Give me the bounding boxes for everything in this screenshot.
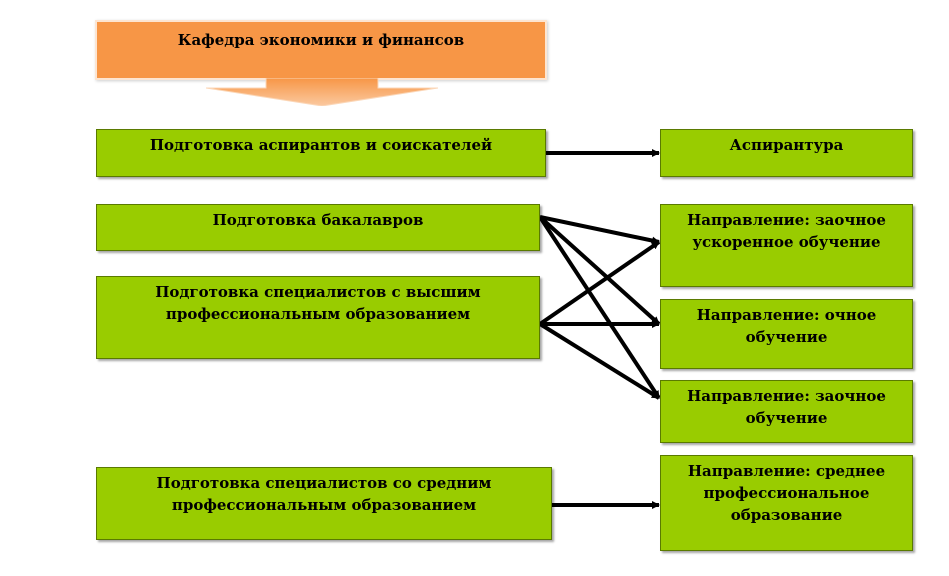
box-aspirantura-label: Аспирантура	[729, 136, 844, 154]
connector-arrow-higher-to-zaochnoe	[538, 322, 661, 400]
box-full-time: Направление: очное обучение	[660, 299, 913, 369]
department-title: Кафедра экономики и финансов	[177, 31, 465, 49]
box-bachelors-label: Подготовка бакалавров	[212, 211, 424, 229]
box-secondary-education: Подготовка специалистов со средним профе…	[96, 467, 552, 540]
connector-arrow-bachelors-to-ochnoe	[538, 215, 661, 326]
box-higher-education: Подготовка специалистов с высшим професс…	[96, 276, 540, 359]
box-aspirantura: Аспирантура	[660, 129, 913, 177]
box-accelerated-correspondence-label: Направление: заочное ускоренное обучение	[687, 211, 886, 251]
box-higher-education-label: Подготовка специалистов с высшим професс…	[155, 283, 481, 323]
connector-arrow-higher-to-zaoch_usk	[538, 240, 661, 326]
box-correspondence-label: Направление: заочное обучение	[687, 387, 886, 427]
box-full-time-label: Направление: очное обучение	[696, 306, 877, 346]
connector-arrow-bachelors-to-zaochnoe	[538, 215, 661, 400]
box-correspondence: Направление: заочное обучение	[660, 380, 913, 443]
box-aspirants: Подготовка аспирантов и соискателей	[96, 129, 546, 177]
box-accelerated-correspondence: Направление: заочное ускоренное обучение	[660, 204, 913, 287]
box-bachelors: Подготовка бакалавров	[96, 204, 540, 251]
connector-arrow-bachelors-to-zaoch_usk	[539, 215, 660, 245]
department-header: Кафедра экономики и финансов	[95, 20, 547, 80]
box-aspirants-label: Подготовка аспирантов и соискателей	[149, 136, 493, 154]
box-secondary-education-label: Подготовка специалистов со средним профе…	[156, 474, 492, 514]
box-secondary-vocational: Направление: среднее профессиональное об…	[660, 455, 913, 551]
box-secondary-vocational-label: Направление: среднее профессиональное об…	[687, 462, 886, 524]
header-down-arrow-icon	[206, 78, 438, 106]
